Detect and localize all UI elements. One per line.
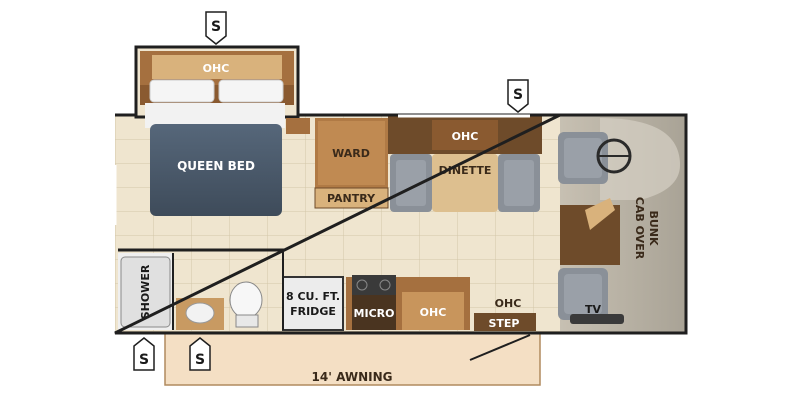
nightstand bbox=[286, 118, 310, 134]
ohc-step-label: OHC bbox=[495, 297, 522, 310]
cab: TV CAB OVER BUNK bbox=[558, 115, 685, 333]
tv-label: TV bbox=[585, 303, 602, 316]
pillow-right bbox=[218, 79, 284, 103]
ohc-kitchen-label: OHC bbox=[420, 306, 447, 319]
step bbox=[474, 313, 536, 331]
slide-marker-bottom-left: S bbox=[133, 337, 155, 371]
awning-label: 14' AWNING bbox=[312, 370, 393, 384]
svg-text:S: S bbox=[139, 352, 149, 368]
ohc-dinette-label: OHC bbox=[452, 130, 479, 143]
ward-label: WARD bbox=[332, 147, 370, 160]
fridge-label-line1: 8 CU. FT. bbox=[286, 290, 340, 303]
cab-over-bunk-label-line2: BUNK bbox=[647, 210, 660, 246]
ohc-bedroom-label: OHC bbox=[203, 62, 230, 75]
bathroom: SHOWER bbox=[118, 253, 263, 330]
fridge-label-line2: FRIDGE bbox=[290, 305, 336, 318]
pantry-label: PANTRY bbox=[327, 192, 376, 205]
toilet bbox=[229, 281, 263, 319]
slide-marker-top-bedroom: S bbox=[205, 11, 227, 45]
svg-text:S: S bbox=[513, 87, 523, 103]
dinette: OHC DINETTE bbox=[388, 116, 542, 212]
micro-label: MICRO bbox=[354, 307, 395, 320]
ohc-bedroom-cabinet bbox=[152, 55, 282, 79]
cooktop bbox=[352, 275, 396, 295]
kitchen: 8 CU. FT. FRIDGE MICRO OHC OHC STEP bbox=[282, 275, 536, 331]
microwave bbox=[352, 295, 396, 330]
svg-text:S: S bbox=[195, 352, 205, 368]
fridge bbox=[282, 276, 344, 331]
slide-marker-bottom-right: S bbox=[189, 337, 211, 371]
svg-text:S: S bbox=[211, 19, 221, 35]
step-label: STEP bbox=[488, 317, 519, 330]
queen-bed-label: QUEEN BED bbox=[177, 159, 255, 173]
ohc-dinette-cabinet bbox=[432, 120, 498, 150]
ohc-kitchen-cabinet bbox=[402, 292, 464, 330]
cab-tray bbox=[585, 198, 615, 230]
queen-bed: QUEEN BED bbox=[145, 103, 310, 216]
tv bbox=[570, 314, 624, 324]
shower-label: SHOWER bbox=[139, 264, 152, 319]
wardrobe-pantry: WARD PANTRY bbox=[314, 118, 389, 209]
slide-marker-top-dinette: S bbox=[507, 79, 529, 113]
pillow-left bbox=[149, 79, 215, 103]
awning: 14' AWNING bbox=[164, 332, 541, 386]
shower-pan bbox=[120, 256, 171, 328]
cab-over-bunk-label-line1: CAB OVER bbox=[633, 197, 646, 260]
